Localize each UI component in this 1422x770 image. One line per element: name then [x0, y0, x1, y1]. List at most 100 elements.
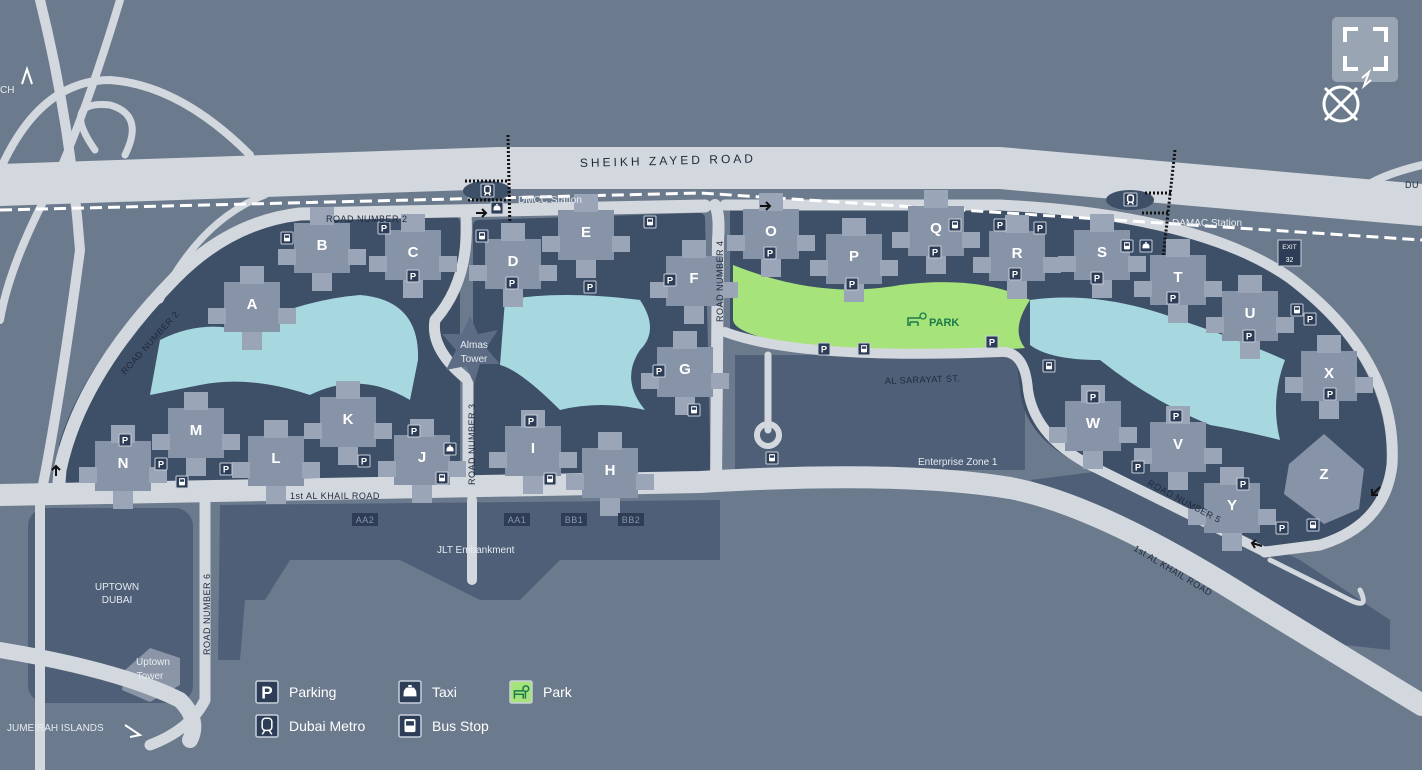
parking-icon[interactable]: P: [505, 276, 519, 290]
parking-icon[interactable]: P: [357, 454, 371, 468]
cluster-z-label[interactable]: Z: [1319, 466, 1328, 483]
road-number-2[interactable]: [51, 199, 712, 502]
cluster-d-label[interactable]: D: [508, 253, 519, 270]
parking-icon[interactable]: P: [928, 245, 942, 259]
cluster-v-buildings[interactable]: [1134, 406, 1222, 490]
cluster-e-buildings[interactable]: [542, 194, 630, 278]
cluster-n-buildings[interactable]: [79, 425, 167, 509]
parking-icon[interactable]: P: [817, 342, 831, 356]
cluster-f-label[interactable]: F: [689, 270, 698, 287]
cluster-x-label[interactable]: X: [1324, 365, 1334, 382]
parking-icon[interactable]: P: [1033, 221, 1047, 235]
parking-icon[interactable]: P: [377, 221, 391, 235]
parking-icon[interactable]: P: [652, 364, 666, 378]
parking-icon[interactable]: P: [845, 277, 859, 291]
parking-icon[interactable]: P: [219, 462, 233, 476]
bus-stop-icon[interactable]: [857, 342, 871, 356]
cluster-o-label[interactable]: O: [765, 223, 777, 240]
road-number-4[interactable]: [709, 199, 725, 491]
cluster-w-label[interactable]: W: [1086, 415, 1101, 432]
cluster-b-label[interactable]: B: [317, 237, 328, 254]
cluster-q-label[interactable]: Q: [930, 220, 942, 237]
metro-icon[interactable]: [1123, 192, 1138, 207]
parking-icon[interactable]: P: [406, 269, 420, 283]
bus-stop-icon[interactable]: [475, 229, 489, 243]
cluster-t-label[interactable]: T: [1173, 269, 1182, 286]
cluster-z-buildings[interactable]: [1284, 434, 1364, 524]
parking-icon[interactable]: P: [154, 457, 168, 471]
cluster-v-label[interactable]: V: [1173, 436, 1183, 453]
cluster-p-label[interactable]: P: [849, 248, 859, 265]
cluster-l-label[interactable]: L: [271, 450, 280, 467]
parking-icon[interactable]: P: [993, 218, 1007, 232]
cluster-m-label[interactable]: M: [190, 422, 203, 439]
bus-stop-icon[interactable]: [1120, 239, 1134, 253]
metro-icon[interactable]: [480, 183, 495, 198]
cluster-h-buildings[interactable]: [566, 432, 654, 516]
parking-icon[interactable]: P: [663, 273, 677, 287]
taxi-icon[interactable]: [490, 201, 504, 215]
parcel-bb1[interactable]: [561, 513, 587, 526]
parking-icon[interactable]: P: [118, 433, 132, 447]
park-area[interactable]: [733, 265, 1030, 353]
parking-icon[interactable]: P: [524, 414, 538, 428]
cluster-e-label[interactable]: E: [581, 224, 591, 241]
cluster-r-label[interactable]: R: [1012, 245, 1023, 262]
cluster-y-buildings[interactable]: [1188, 467, 1276, 551]
cluster-k-buildings[interactable]: [304, 381, 392, 465]
damac-station-label[interactable]: DAMAC Station: [1172, 218, 1242, 229]
parcel-aa1[interactable]: [504, 513, 530, 526]
sheikh-zayed-road[interactable]: [0, 147, 1422, 226]
bus-stop-icon[interactable]: [687, 403, 701, 417]
bus-stop-icon[interactable]: [435, 471, 449, 485]
bus-stop-icon[interactable]: [765, 451, 779, 465]
parking-icon[interactable]: P: [1086, 390, 1100, 404]
parcel-bb2[interactable]: [618, 513, 644, 526]
parking-icon[interactable]: P: [1323, 387, 1337, 401]
cluster-j-buildings[interactable]: [378, 419, 466, 503]
parking-icon[interactable]: P: [407, 424, 421, 438]
cluster-m-buildings[interactable]: [152, 392, 240, 476]
cluster-c-label[interactable]: C: [408, 244, 419, 261]
bus-stop-icon[interactable]: [280, 231, 294, 245]
parking-icon[interactable]: P: [985, 335, 999, 349]
cluster-b-buildings[interactable]: [278, 207, 366, 291]
cluster-h-label[interactable]: H: [605, 462, 616, 479]
almas-tower-shape[interactable]: [442, 316, 500, 384]
parking-icon[interactable]: P: [1090, 271, 1104, 285]
first-al-khail-road[interactable]: [0, 466, 1422, 716]
cluster-t-buildings[interactable]: [1134, 239, 1222, 323]
cluster-n-label[interactable]: N: [118, 455, 129, 472]
cluster-u-label[interactable]: U: [1245, 305, 1256, 322]
cluster-a-buildings[interactable]: [208, 266, 296, 350]
parcel-aa2[interactable]: [352, 513, 378, 526]
dmcc-station-label[interactable]: DMCC Station: [518, 195, 582, 206]
bus-stop-icon[interactable]: [1306, 518, 1320, 532]
parking-icon[interactable]: P: [1008, 267, 1022, 281]
bus-stop-icon[interactable]: [175, 475, 189, 489]
bus-stop-icon[interactable]: [948, 218, 962, 232]
parking-icon[interactable]: P: [583, 280, 597, 294]
parking-icon[interactable]: P: [1169, 409, 1183, 423]
bus-stop-icon[interactable]: [643, 215, 657, 229]
parking-icon[interactable]: P: [1303, 312, 1317, 326]
cluster-o-buildings[interactable]: [727, 193, 815, 277]
taxi-icon[interactable]: [1139, 239, 1153, 253]
parking-icon[interactable]: P: [1131, 460, 1145, 474]
cluster-s-label[interactable]: S: [1097, 244, 1107, 261]
bus-stop-icon[interactable]: [543, 472, 557, 486]
parking-icon[interactable]: P: [1275, 521, 1289, 535]
cluster-j-label[interactable]: J: [418, 449, 426, 466]
cluster-i-label[interactable]: I: [531, 440, 535, 457]
cluster-g-label[interactable]: G: [679, 361, 691, 378]
parking-icon[interactable]: P: [763, 246, 777, 260]
bus-stop-icon[interactable]: [1042, 359, 1056, 373]
cluster-c-buildings[interactable]: [369, 214, 457, 298]
cluster-a-label[interactable]: A: [247, 296, 258, 313]
parking-icon[interactable]: P: [1166, 291, 1180, 305]
taxi-icon[interactable]: [443, 442, 457, 456]
cluster-k-label[interactable]: K: [343, 411, 354, 428]
fullscreen-button[interactable]: [1332, 17, 1398, 82]
cluster-y-label[interactable]: Y: [1227, 497, 1237, 514]
